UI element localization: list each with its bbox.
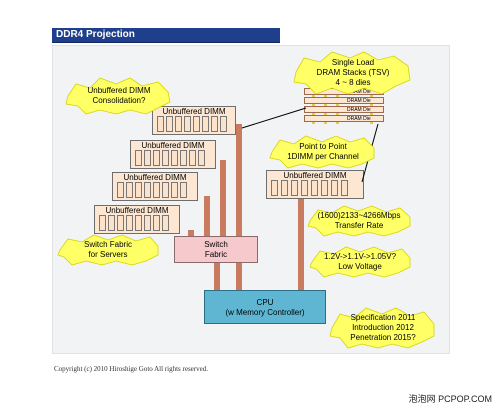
dram-chip (135, 182, 142, 198)
dram-chip (189, 150, 196, 166)
title-bar: DDR4 Projection (52, 28, 280, 43)
dram-chip (175, 116, 182, 132)
dimm-label: Unbuffered DIMM (283, 171, 347, 180)
dram-chip (135, 215, 142, 231)
dram-die: DRAM Die (304, 115, 384, 122)
dram-chip (157, 116, 164, 132)
dram-chip (291, 180, 298, 196)
dram-chip (162, 182, 169, 198)
dram-chip (162, 150, 169, 166)
trace-dimm4 (188, 230, 194, 238)
dimm-4: Unbuffered DIMM (94, 205, 180, 234)
watermark: 泡泡网 PCPOP.COM (408, 394, 492, 404)
dram-chip (171, 182, 178, 198)
dimm-point-to-point: Unbuffered DIMM (266, 170, 364, 199)
dram-chip (198, 150, 205, 166)
trace-dimm1 (236, 124, 242, 292)
dram-chip (144, 215, 151, 231)
copyright-footer: Copyright (c) 2010 Hiroshige Goto All ri… (54, 365, 208, 373)
dram-chip (153, 182, 160, 198)
dram-chip (180, 150, 187, 166)
trace-switch-cpu (214, 263, 220, 291)
dram-chip (220, 116, 227, 132)
dram-chip (117, 182, 124, 198)
dimm-2: Unbuffered DIMM (130, 140, 216, 169)
dimm-label: Unbuffered DIMM (123, 173, 187, 182)
dram-chip (321, 180, 328, 196)
dram-chip (153, 150, 160, 166)
dram-chip (331, 180, 338, 196)
dram-chip (180, 182, 187, 198)
dram-chip (135, 150, 142, 166)
dram-chip (126, 182, 133, 198)
dram-chip (108, 215, 115, 231)
dram-chip (171, 150, 178, 166)
dram-die: DRAM Die (304, 106, 384, 113)
dram-chip (117, 215, 124, 231)
dram-chip (166, 116, 173, 132)
dram-chip (162, 215, 169, 231)
callout-voltage: 1.2V->1.1V->1.05V?Low Voltage (308, 246, 412, 278)
dram-chip (341, 180, 348, 196)
dimm-label: Unbuffered DIMM (141, 141, 205, 150)
dram-chip (153, 215, 160, 231)
trace-p2p-cpu (298, 196, 304, 291)
dram-chip (301, 180, 308, 196)
dimm-3: Unbuffered DIMM (112, 172, 198, 201)
dram-chip (281, 180, 288, 196)
dram-chip (311, 180, 318, 196)
dram-chip (193, 116, 200, 132)
dram-chip (271, 180, 278, 196)
dram-chip (144, 182, 151, 198)
dram-chip (211, 116, 218, 132)
dimm-label: Unbuffered DIMM (105, 206, 169, 215)
diagram-title: DDR4 Projection (56, 29, 135, 40)
trace-dimm3 (204, 196, 210, 238)
dimm-label: Unbuffered DIMM (162, 107, 226, 116)
dram-chip (126, 215, 133, 231)
dimm-1: Unbuffered DIMM (152, 106, 236, 135)
dram-chip (202, 116, 209, 132)
dram-die: DRAM Die (304, 97, 384, 104)
trace-dimm2 (220, 160, 226, 238)
dram-chip (184, 116, 191, 132)
dram-chip (99, 215, 106, 231)
cpu-box: CPU(w Memory Controller) (204, 290, 326, 324)
dram-chip (144, 150, 151, 166)
